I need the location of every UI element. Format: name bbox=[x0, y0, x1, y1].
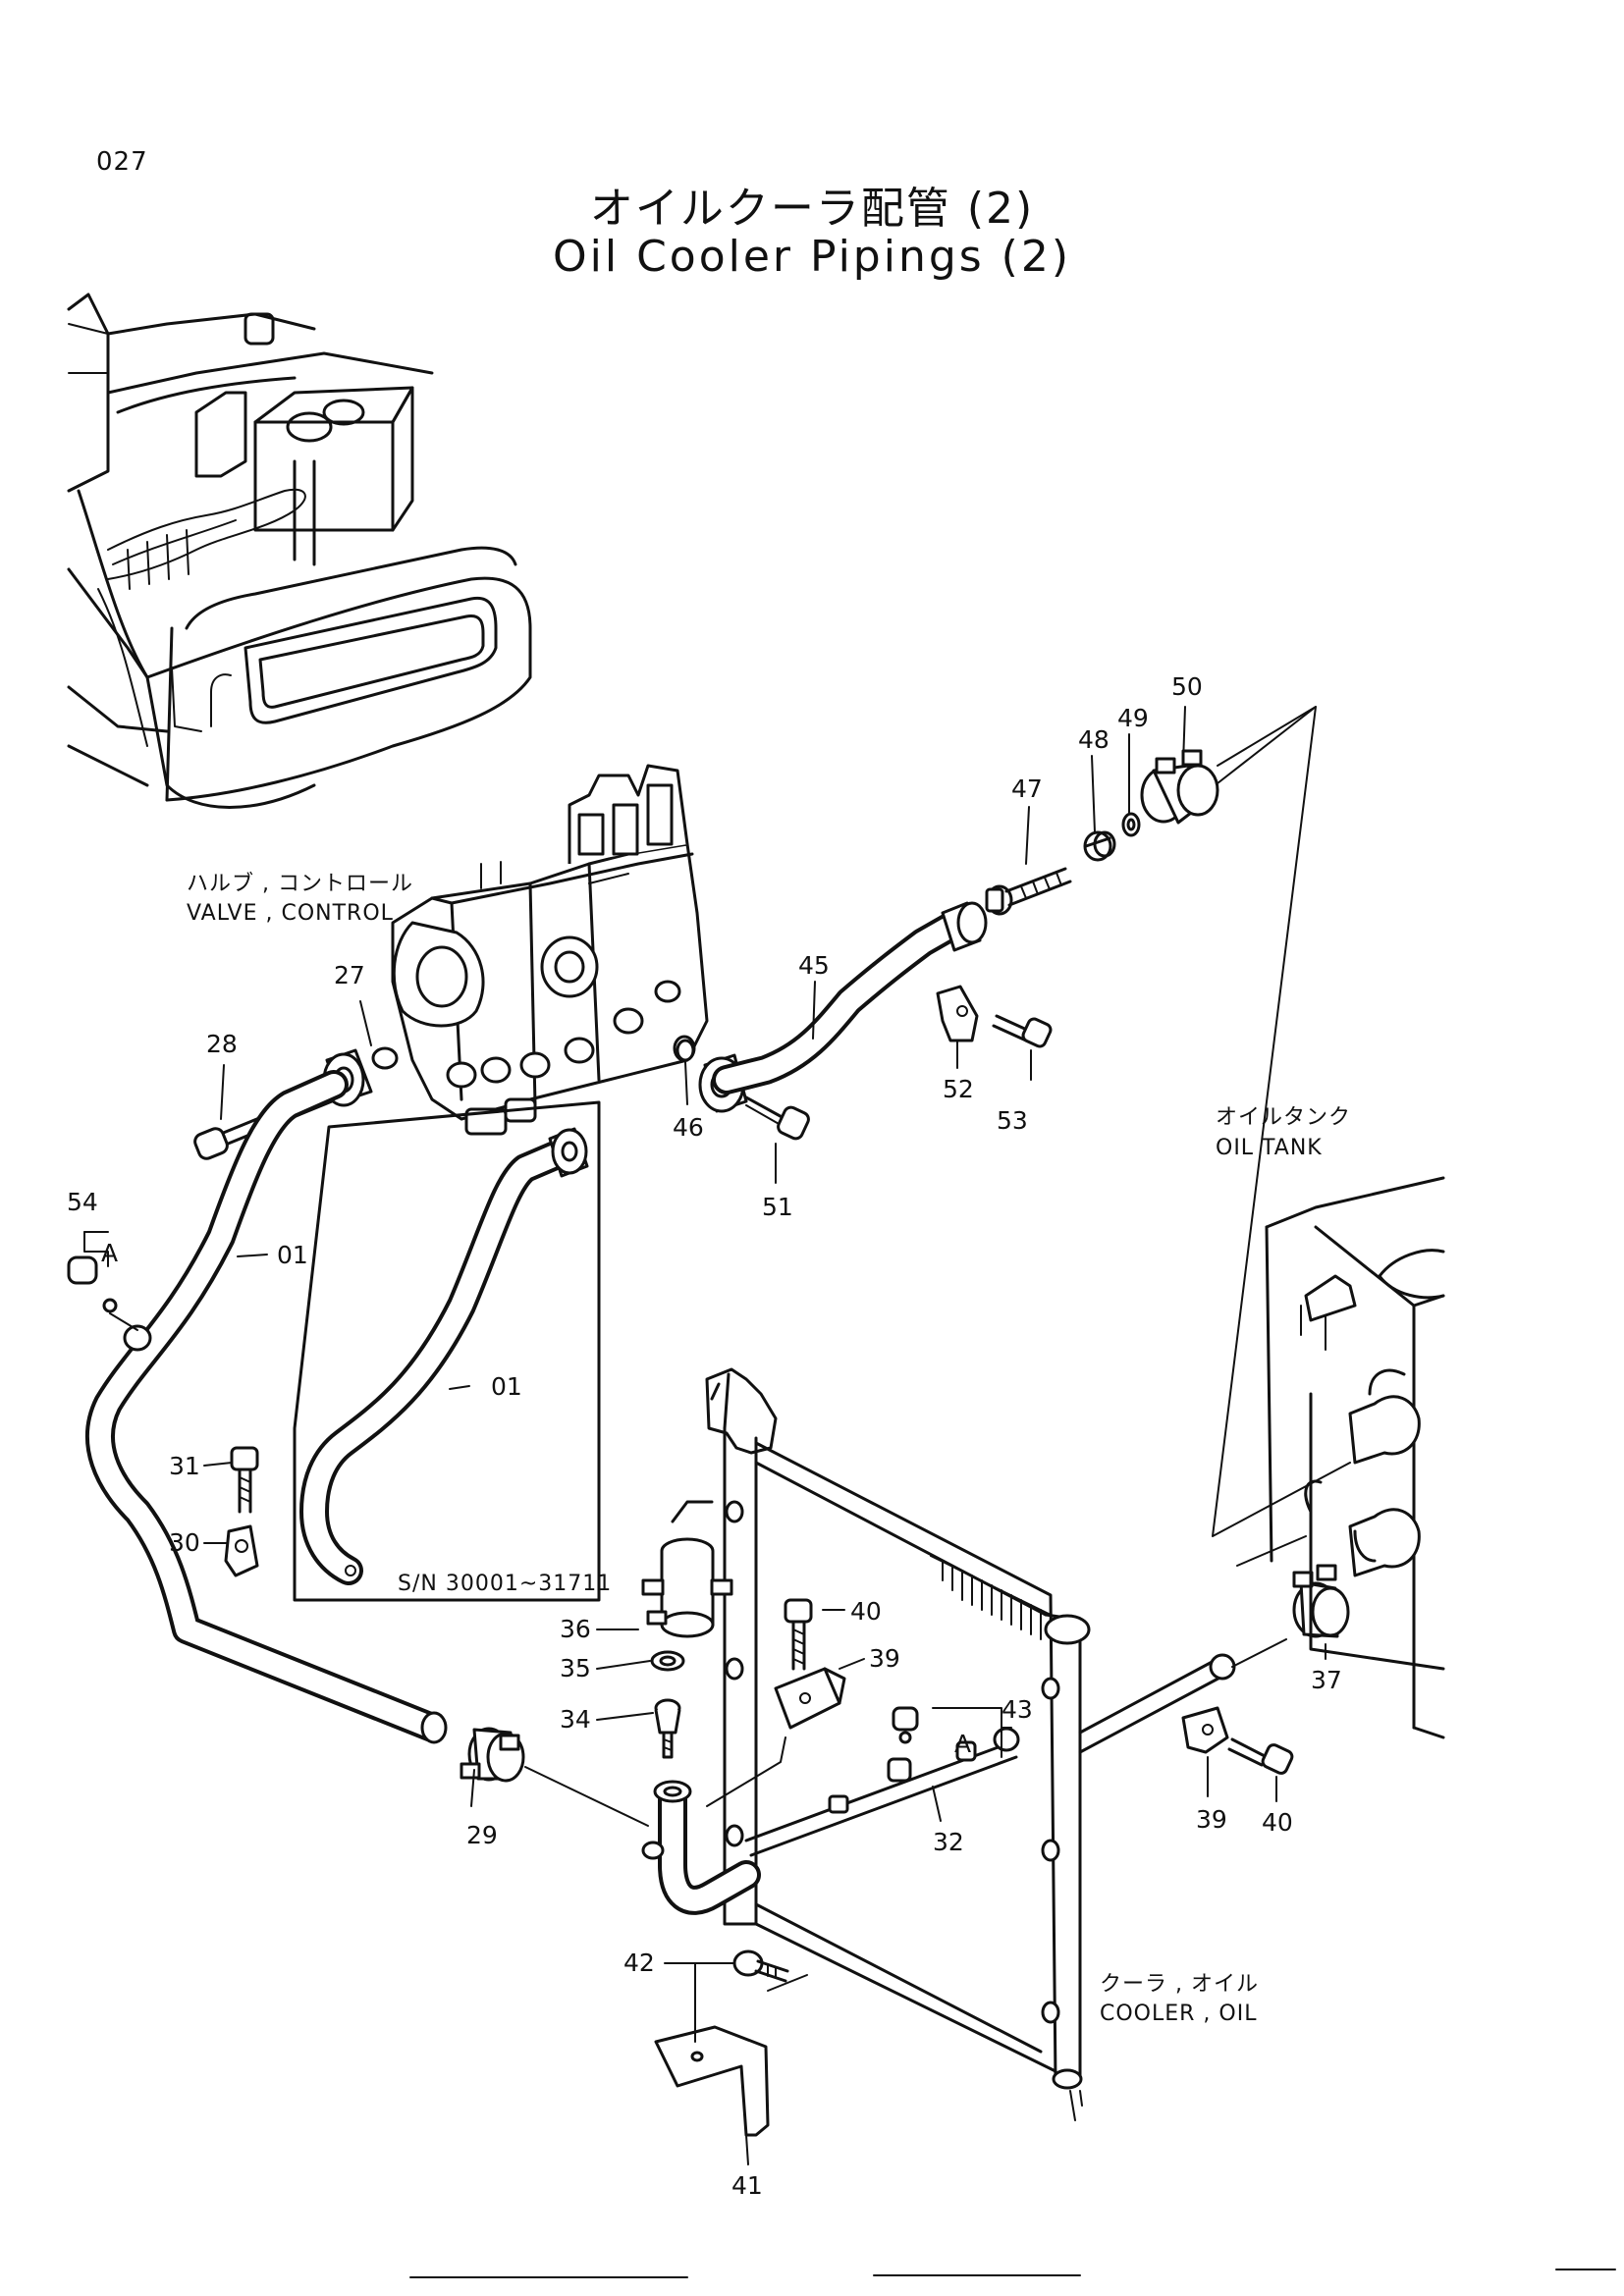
control-valve bbox=[391, 764, 709, 1136]
callout-28: 28 bbox=[206, 1030, 238, 1058]
serial-range-label: S/N 30001~31711 bbox=[398, 1572, 612, 1596]
page-number: 027 bbox=[96, 147, 148, 177]
callout-34: 34 bbox=[560, 1705, 591, 1734]
callout-52: 52 bbox=[943, 1075, 974, 1103]
ring-49 bbox=[1121, 812, 1141, 837]
cooler-outlet-elbow bbox=[641, 1736, 786, 1915]
callout-35: 35 bbox=[560, 1654, 591, 1682]
o-ring-35 bbox=[650, 1650, 685, 1672]
leader-lines bbox=[83, 706, 1326, 2165]
cooler-label-en: COOLER , OIL bbox=[1100, 2002, 1257, 2026]
callout-39: 39 bbox=[869, 1644, 900, 1673]
callout-39-right: 39 bbox=[1196, 1805, 1227, 1834]
callout-01: 01 bbox=[277, 1241, 308, 1269]
callout-27: 27 bbox=[334, 961, 365, 989]
inlet-fitting-36 bbox=[641, 1500, 733, 1638]
nipple-34 bbox=[654, 1698, 681, 1759]
bracket-39-right bbox=[1181, 1706, 1229, 1754]
callout-31: 31 bbox=[169, 1452, 200, 1480]
bracket-52 bbox=[936, 985, 979, 1042]
plug-43 bbox=[892, 1706, 919, 1744]
callout-40: 40 bbox=[850, 1597, 882, 1626]
pipe-45 bbox=[712, 901, 988, 1095]
oil-cooler bbox=[705, 1367, 1091, 2121]
title-english: Oil Cooler Pipings (2) bbox=[553, 232, 1071, 282]
callout-37: 37 bbox=[1311, 1666, 1342, 1694]
hose-fitting-47 bbox=[985, 867, 1072, 916]
callout-45: 45 bbox=[798, 951, 830, 980]
callout-numbers: 27 28 01 01 54 A 31 30 29 36 35 34 40 39… bbox=[67, 672, 1342, 2200]
bolt-40 bbox=[784, 1598, 813, 1671]
pipe-to-tank bbox=[1078, 1638, 1287, 1754]
callout-36: 36 bbox=[560, 1615, 591, 1643]
callout-01-inset: 01 bbox=[491, 1372, 522, 1401]
callout-50: 50 bbox=[1171, 672, 1203, 701]
bracket-30 bbox=[224, 1524, 259, 1577]
bolt-40-right bbox=[1227, 1737, 1294, 1775]
pipe-32 bbox=[744, 1727, 1020, 1857]
detail-ref-a-right: A bbox=[954, 1730, 971, 1758]
callout-51: 51 bbox=[762, 1193, 793, 1221]
clamp-37 bbox=[1292, 1564, 1350, 1638]
tank-label-jp: オイルタンク bbox=[1216, 1105, 1351, 1130]
title-japanese: オイルクーラ配管 (2) bbox=[589, 184, 1035, 234]
plug-54 bbox=[67, 1255, 118, 1313]
clamp-50 bbox=[1140, 706, 1317, 825]
bolt-53 bbox=[992, 1014, 1053, 1048]
callout-30: 30 bbox=[169, 1528, 200, 1557]
callout-43: 43 bbox=[1001, 1695, 1033, 1724]
bolt-31 bbox=[230, 1446, 259, 1514]
tank-connection-leaders bbox=[1212, 706, 1351, 1567]
callout-40-right: 40 bbox=[1262, 1808, 1293, 1837]
collar-48 bbox=[1083, 830, 1116, 862]
callout-48: 48 bbox=[1078, 725, 1110, 754]
callout-54: 54 bbox=[67, 1188, 98, 1216]
bolt-51 bbox=[744, 1095, 810, 1141]
tank-label-en: OIL TANK bbox=[1216, 1136, 1323, 1160]
o-ring-46 bbox=[676, 1039, 695, 1062]
callout-46: 46 bbox=[673, 1113, 704, 1142]
component-labels: ハルブ , コントロール VALVE , CONTROL オイルタンク OIL … bbox=[187, 872, 1351, 2026]
clamp-29 bbox=[460, 1727, 649, 1827]
pipe-01 bbox=[85, 1070, 448, 1744]
callout-53: 53 bbox=[997, 1106, 1028, 1135]
callout-42: 42 bbox=[623, 1949, 655, 1977]
serial-inset-box bbox=[293, 1100, 601, 1602]
callout-49: 49 bbox=[1117, 704, 1149, 732]
cooler-label-jp: クーラ , オイル bbox=[1100, 1972, 1259, 1997]
valve-label-jp: ハルブ , コントロール bbox=[187, 872, 413, 896]
callout-47: 47 bbox=[1011, 774, 1043, 803]
valve-label-en: VALVE , CONTROL bbox=[187, 901, 394, 926]
callout-29: 29 bbox=[466, 1821, 498, 1849]
bolt-42 bbox=[732, 1949, 808, 1992]
bracket-39 bbox=[774, 1667, 846, 1730]
page-footer-lines bbox=[409, 2269, 1616, 2278]
detail-ref-a-left: A bbox=[101, 1239, 118, 1267]
oil-tank bbox=[1265, 1176, 1445, 1739]
callout-32: 32 bbox=[933, 1828, 964, 1856]
callout-41: 41 bbox=[731, 2171, 763, 2200]
machine-upper-structure bbox=[67, 293, 532, 809]
bracket-41 bbox=[654, 1962, 770, 2137]
